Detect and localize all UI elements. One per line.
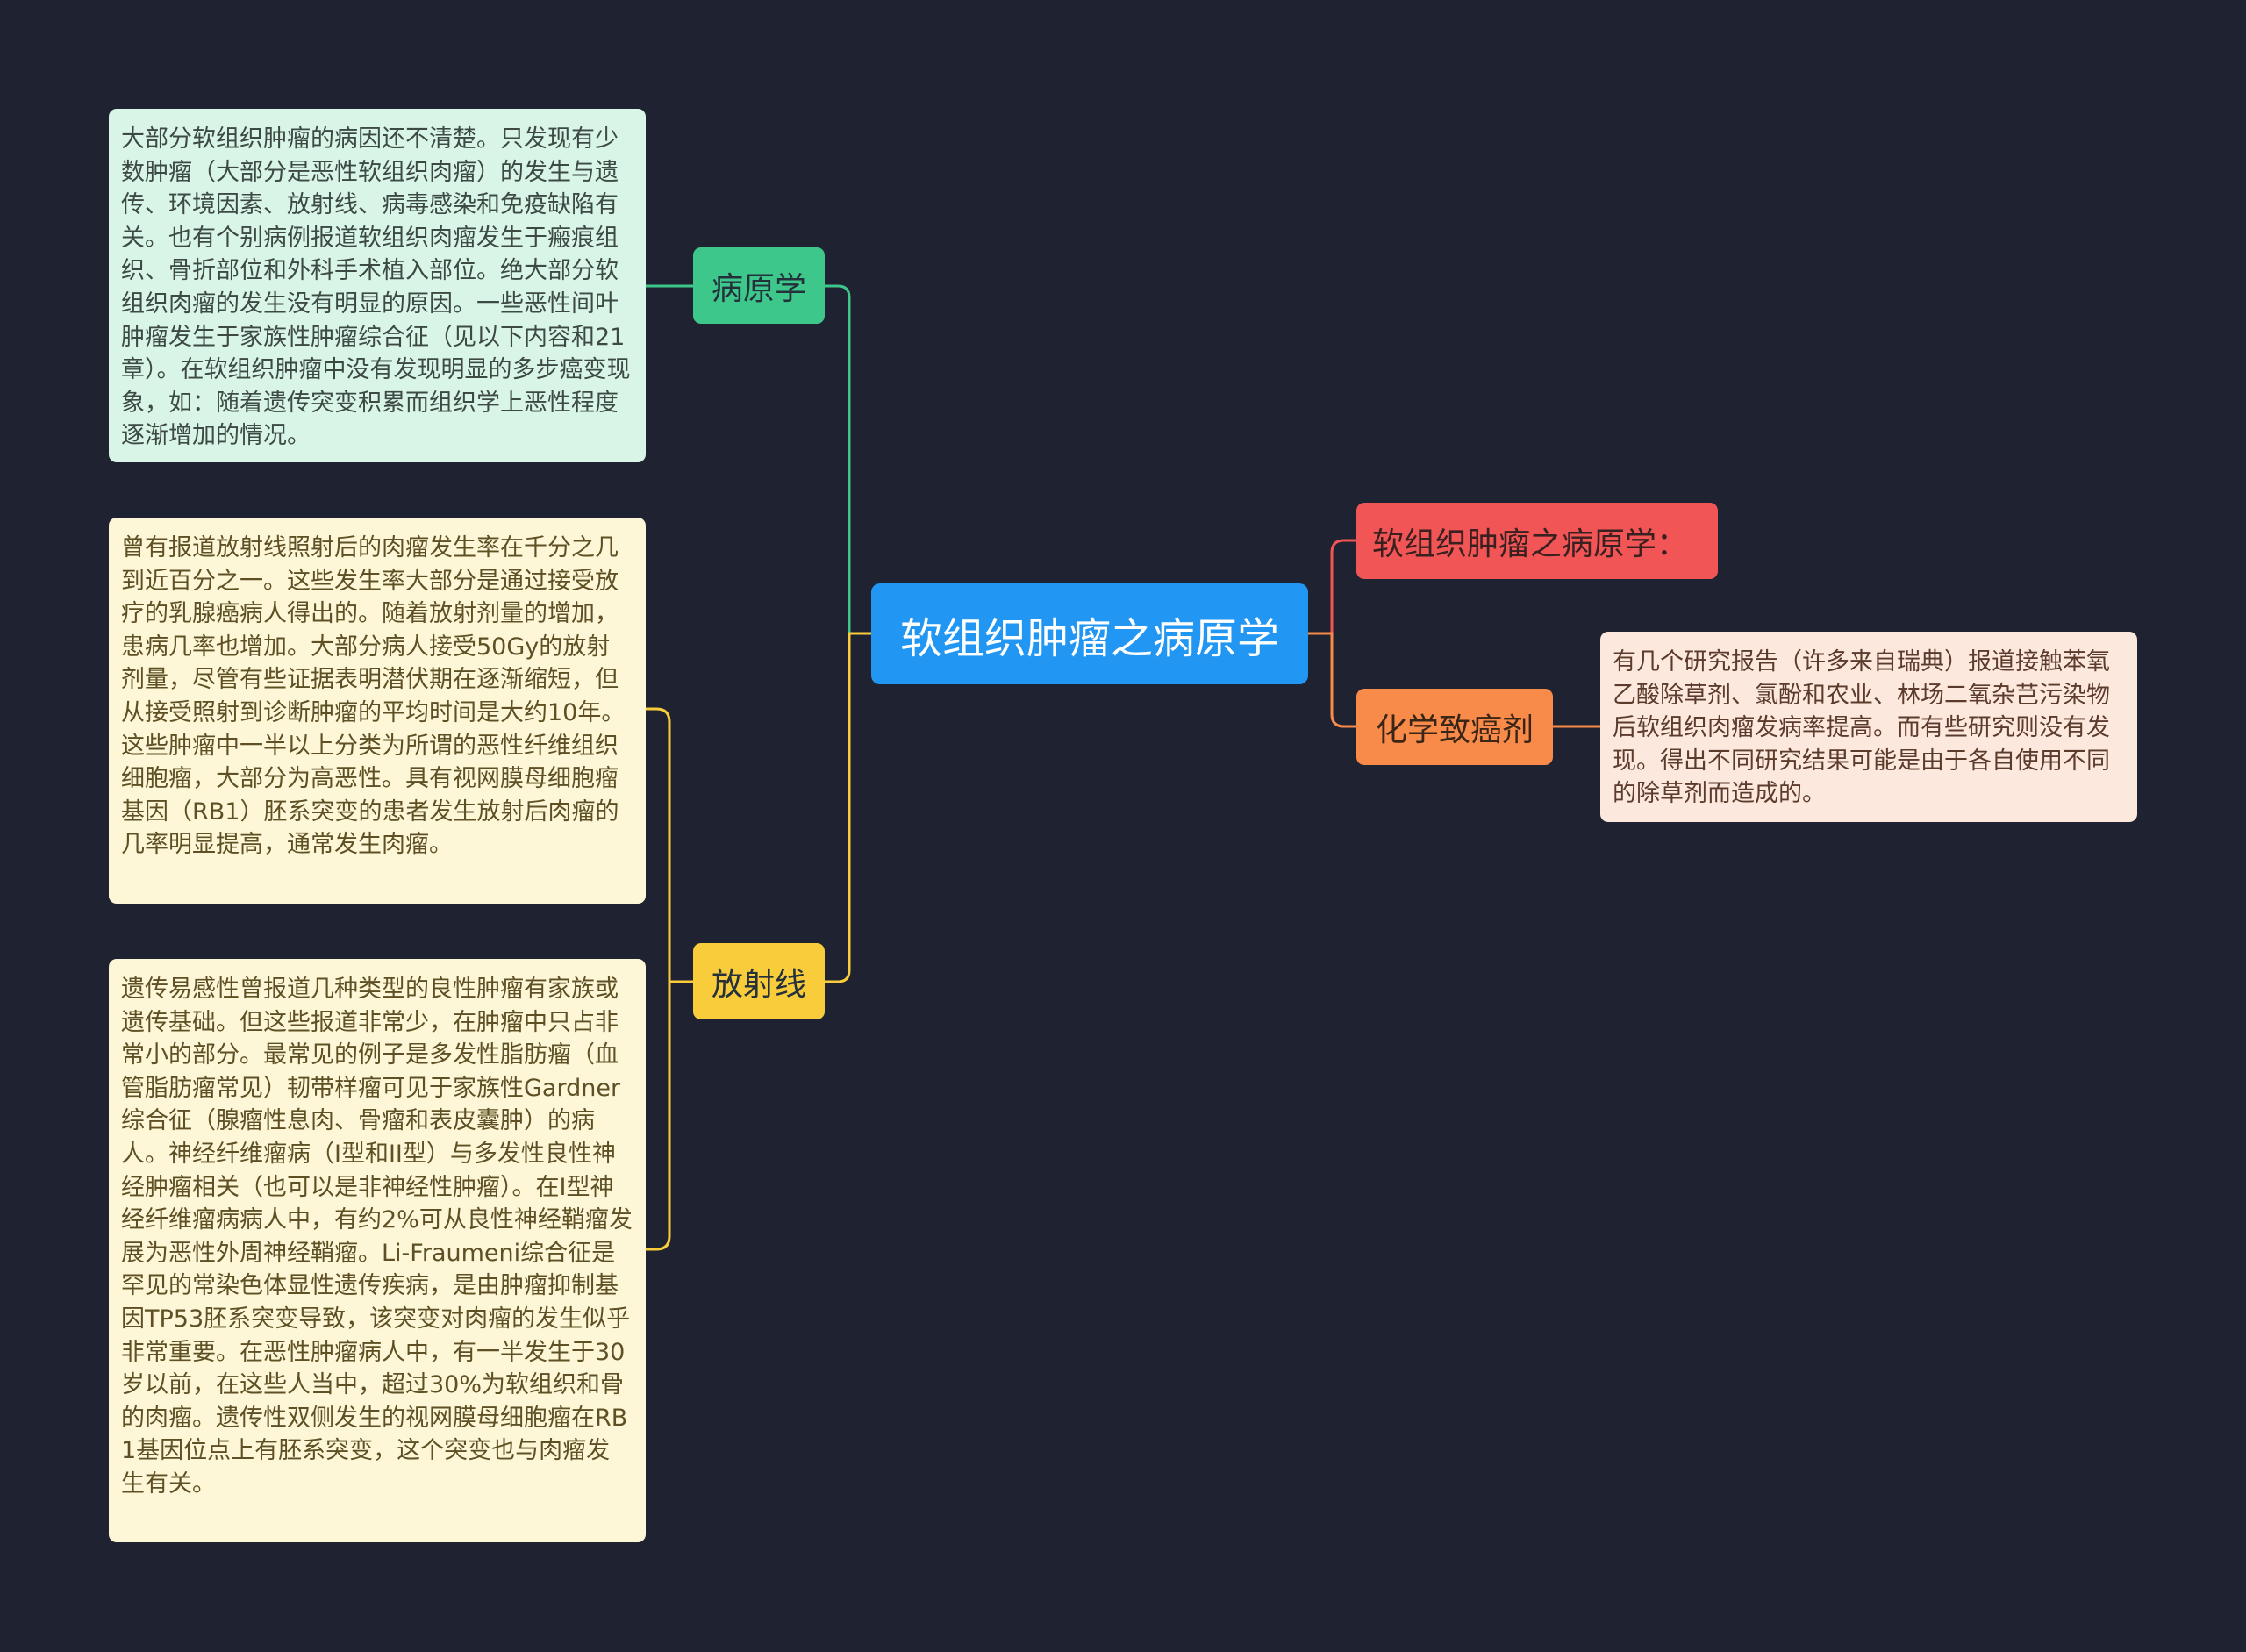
branch-radiation[interactable]: 放射线 [693,943,825,1019]
central-topic[interactable]: 软组织肿瘤之病原学 [871,583,1308,684]
edge-center-to-etiology [825,284,871,635]
edge-center-to-title-node [1308,539,1356,635]
branch-etiology[interactable]: 病原学 [693,247,825,324]
note-radiation-2[interactable]: 遗传易感性曾报道几种类型的良性肿瘤有家族或遗传基础。但这些报道非常少，在肿瘤中只… [109,959,646,1542]
edge-radiation-to-note1 [646,707,693,983]
edge-center-to-radiation [825,632,871,983]
branch-chemical-carcinogens[interactable]: 化学致癌剂 [1356,689,1553,765]
edge-center-to-chemical [1308,632,1356,728]
note-chemical[interactable]: 有几个研究报告（许多来自瑞典）报道接触苯氧乙酸除草剂、氯酚和农业、林场二氧杂芑污… [1600,632,2137,822]
edge-radiation-to-note2 [646,980,693,1251]
note-etiology[interactable]: 大部分软组织肿瘤的病因还不清楚。只发现有少数肿瘤（大部分是恶性软组织肉瘤）的发生… [109,109,646,462]
branch-etiology-title[interactable]: 软组织肿瘤之病原学： [1356,503,1718,579]
note-radiation-1[interactable]: 曾有报道放射线照射后的肉瘤发生率在千分之几到近百分之一。这些发生率大部分是通过接… [109,518,646,904]
